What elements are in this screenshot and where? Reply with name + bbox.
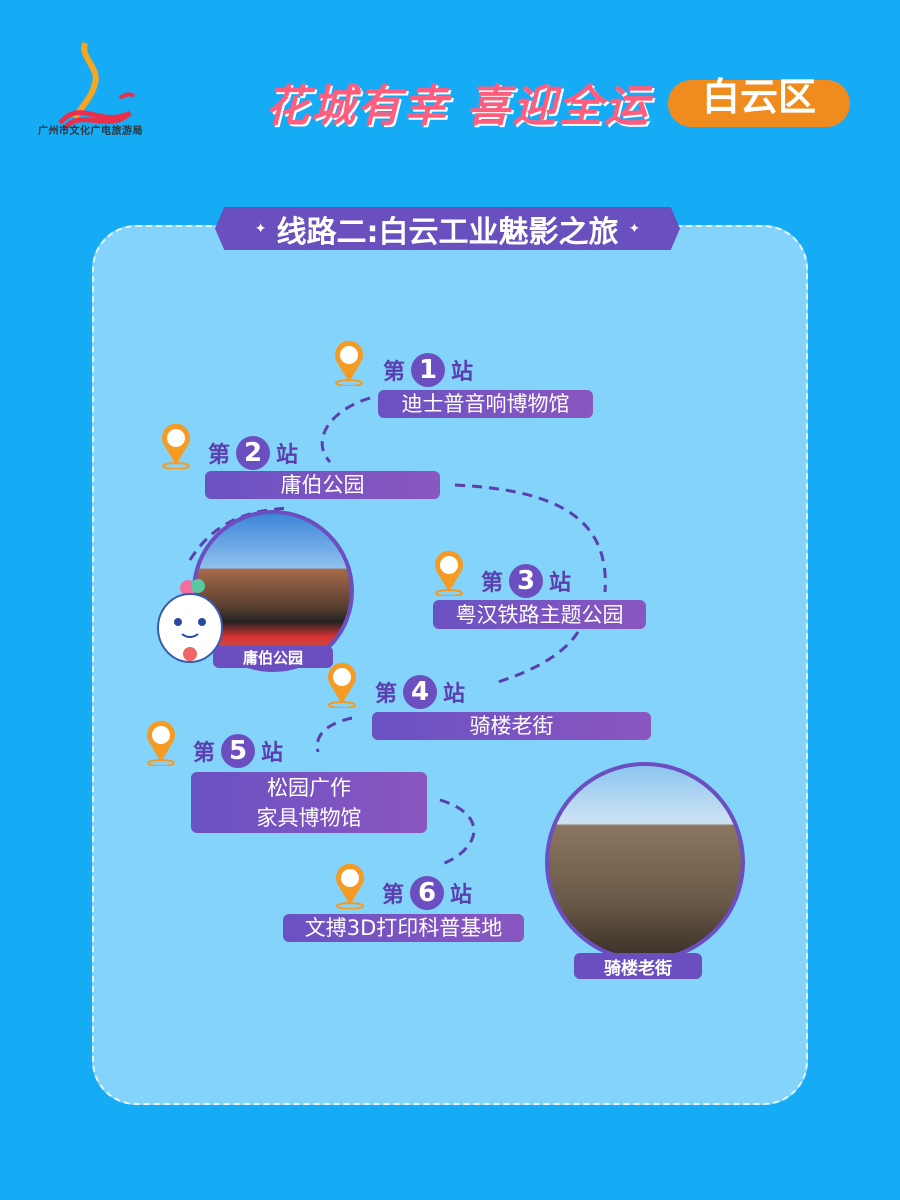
station-5-name: 松园广作 家具博物馆 xyxy=(191,772,427,833)
bureau-name: 广州市文化广电旅游局 xyxy=(38,126,143,137)
station-text: 6 xyxy=(410,876,445,910)
station-2-name: 庸伯公园 xyxy=(205,471,440,499)
location-pin-icon xyxy=(335,340,363,386)
station-text: 站 xyxy=(261,741,284,766)
station-text: 站 xyxy=(450,883,473,908)
station-text: 站 xyxy=(549,571,572,596)
mascot xyxy=(157,579,223,663)
photo-caption: 骑楼老街 xyxy=(574,953,702,979)
station-text: 第 xyxy=(375,682,398,707)
location-pin-icon xyxy=(328,662,356,708)
arcade-street-photo xyxy=(545,762,745,962)
bureau-logo xyxy=(58,42,136,130)
location-pin-icon xyxy=(336,863,364,909)
station-text: 第 xyxy=(481,571,504,596)
station-text: 4 xyxy=(403,675,438,709)
station-4-name: 骑楼老街 xyxy=(372,712,651,740)
region-badge: 白云区 xyxy=(668,75,850,127)
station-text: 2 xyxy=(236,436,271,470)
station-3-name: 粤汉铁路主题公园 xyxy=(433,600,646,629)
station-text: 第 xyxy=(382,883,405,908)
station-text: 1 xyxy=(411,353,446,387)
sparkle-icon: ✦ xyxy=(254,220,267,237)
route-title-banner: ✦ 线路二:白云工业魅影之旅 ✦ xyxy=(215,207,680,250)
station-text: 站 xyxy=(276,443,299,468)
location-pin-icon xyxy=(435,550,463,596)
station-6-name: 文搏3D打印科普基地 xyxy=(283,914,524,942)
station-text: 站 xyxy=(443,682,466,707)
photo-caption: 庸伯公园 xyxy=(213,646,333,668)
station-text: 第 xyxy=(383,360,406,385)
location-pin-icon xyxy=(162,423,190,469)
location-pin-icon xyxy=(147,720,175,766)
station-text: 3 xyxy=(509,564,544,598)
station-text: 站 xyxy=(451,360,474,385)
region-label: 白云区 xyxy=(701,75,816,119)
sparkle-icon: ✦ xyxy=(628,220,641,237)
station-text: 第 xyxy=(193,741,216,766)
slogan: 花城有幸 喜迎全运 xyxy=(265,81,651,132)
station-text: 第 xyxy=(208,443,231,468)
station-text: 5 xyxy=(221,734,256,768)
station-1-name: 迪士普音响博物馆 xyxy=(378,390,593,418)
route-title: 线路二:白云工业魅影之旅 xyxy=(276,214,619,250)
